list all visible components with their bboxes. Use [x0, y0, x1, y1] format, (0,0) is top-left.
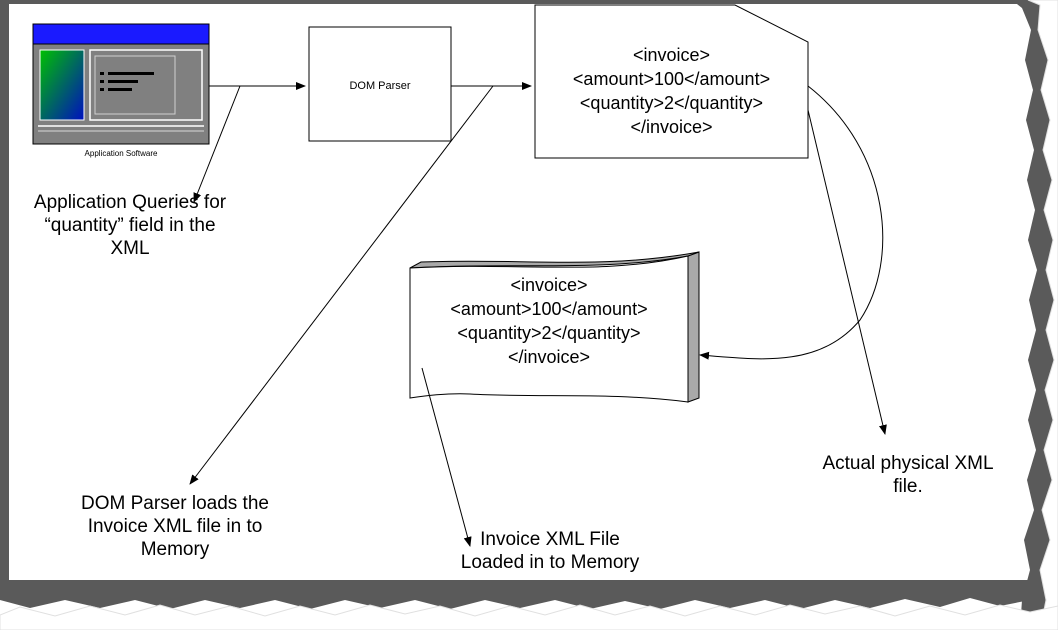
annotation-line: Invoice XML file in to [87, 516, 263, 538]
bottom-torn-white [0, 604, 1058, 630]
memory-xml-line: <quantity>2</quantity> [457, 323, 641, 343]
annotation-line: Memory [140, 539, 210, 561]
annotation-line: DOM Parser loads the [81, 493, 269, 514]
right-torn-white [1027, 0, 1058, 630]
dom-parser-label: DOM Parser [349, 80, 410, 92]
dom-parser-box [308, 26, 452, 142]
list-icon [100, 72, 154, 91]
app-content-panel [89, 49, 203, 121]
annotation-line: file. [893, 476, 923, 498]
left-border [0, 0, 9, 582]
annotation-line: Invoice XML File [480, 529, 620, 550]
annotation-line: Actual physical XML [822, 453, 994, 474]
memory-xml-top [409, 251, 700, 269]
parser-load-pointer [189, 85, 494, 485]
xml-file-line: <amount>100</amount> [572, 69, 771, 89]
xml-file-line: <quantity>2</quantity> [579, 93, 764, 113]
app-caption: Application Software [85, 149, 158, 158]
physical-file-annotation: Actual physical XML file. [788, 452, 1028, 498]
memory-xml-line: <invoice> [510, 275, 588, 295]
bottom-torn-edge [0, 580, 1030, 609]
app-gradient-panel [39, 49, 85, 121]
xml-file-text: <invoice> <amount>100</amount> <quantity… [535, 43, 808, 139]
annotation-line: XML [110, 238, 150, 260]
annotation-line: Loaded in to Memory [460, 552, 640, 574]
xml-to-memory-curve [699, 85, 884, 360]
memory-xml-line: </invoice> [507, 347, 591, 367]
xml-file-line: <invoice> [632, 45, 711, 65]
memory-xml-side [687, 251, 700, 403]
memory-xml-text: <invoice> <amount>100</amount> <quantity… [410, 273, 688, 369]
annotation-line: “quantity” field in the [44, 215, 216, 237]
memory-loaded-pointer [421, 367, 472, 547]
top-border [0, 0, 1020, 4]
memory-xml-shape [409, 255, 689, 403]
app-title-bar [32, 23, 210, 45]
xml-file-line: </invoice> [630, 117, 713, 137]
memory-loaded-annotation: Invoice XML File Loaded in to Memory [420, 528, 680, 574]
parser-loads-annotation: DOM Parser loads the Invoice XML file in… [40, 492, 310, 562]
app-inner-panel [94, 55, 176, 115]
physical-file-pointer [807, 109, 887, 435]
annotation-line: Application Queries for [33, 192, 227, 213]
app-query-pointer [193, 85, 241, 203]
memory-xml-line: <amount>100</amount> [450, 299, 648, 319]
application-software-window: Application Software [32, 23, 210, 158]
app-queries-annotation: Application Queries for “quantity” field… [2, 191, 258, 261]
xml-file-document [534, 4, 809, 159]
